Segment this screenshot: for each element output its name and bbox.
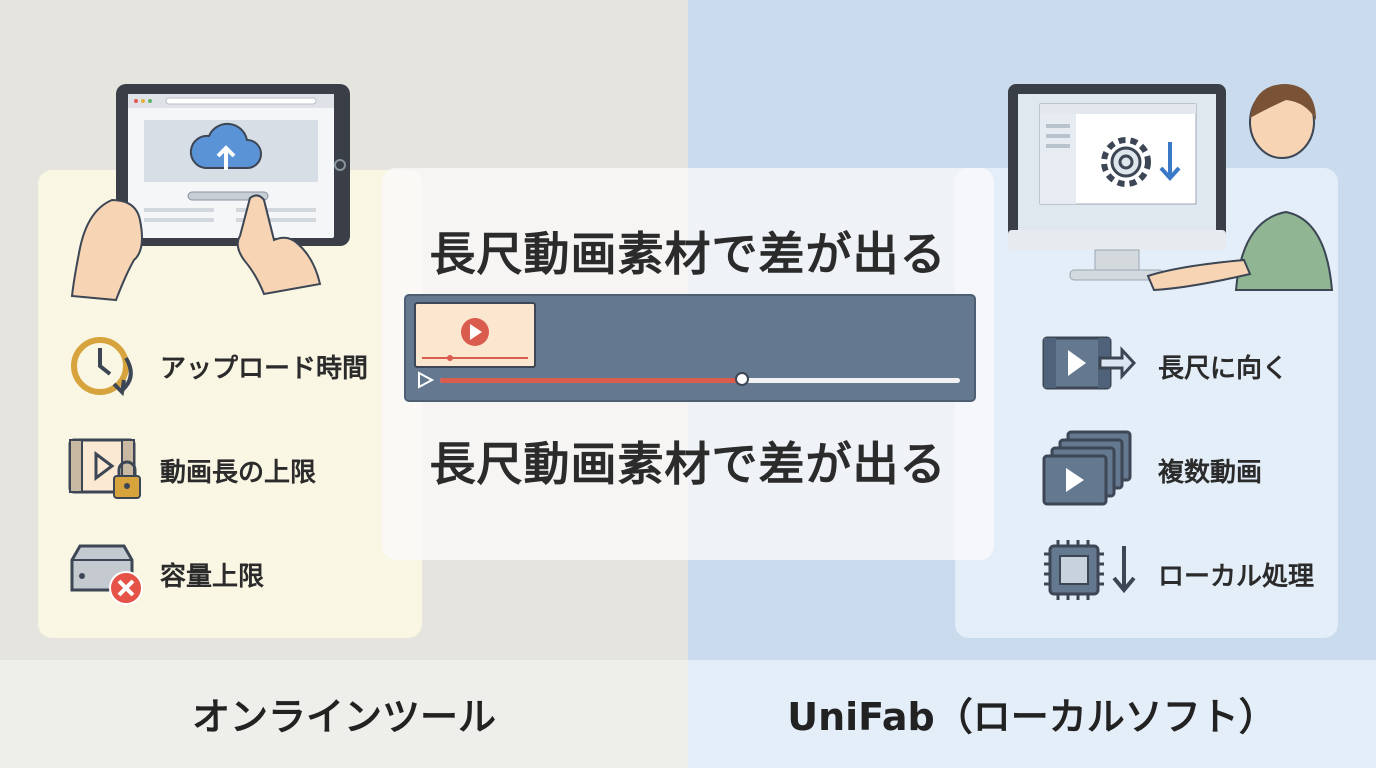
long-film-icon [1042, 336, 1137, 390]
chip-download-icon [1044, 540, 1136, 600]
feature-long-video: 長尺に向く [1158, 354, 1289, 384]
feature-multiple-videos: 複数動画 [1158, 458, 1263, 488]
progress-handle[interactable] [734, 372, 749, 386]
progress-track[interactable] [440, 372, 960, 386]
feature-upload-time: アップロード時間 [160, 354, 369, 384]
feature-capacity-limit: 容量上限 [160, 562, 265, 592]
drive-error-icon [70, 544, 143, 605]
play-icon[interactable] [416, 371, 436, 389]
feature-local-processing: ローカル処理 [1158, 562, 1315, 592]
video-player [404, 294, 976, 402]
tablet-upload-illustration [70, 84, 350, 302]
headline-bottom: 長尺動画素材で差が出る [429, 437, 947, 491]
stacked-films-icon [1042, 430, 1132, 506]
gear-icon [1101, 137, 1151, 187]
film-lock-icon [68, 438, 141, 499]
clock-refresh-icon [71, 337, 133, 397]
local-software-label: UniFab（ローカルソフト） [787, 695, 1277, 739]
feature-video-length-limit: 動画長の上限 [160, 458, 317, 488]
online-tool-footer-band [0, 660, 688, 768]
desktop-user-illustration [1008, 84, 1334, 292]
headline-top: 長尺動画素材で差が出る [429, 227, 947, 281]
online-tool-label: オンラインツール [191, 695, 496, 739]
local-software-footer-band [688, 660, 1376, 768]
progress-fill [440, 378, 742, 383]
video-thumbnail [414, 302, 536, 368]
